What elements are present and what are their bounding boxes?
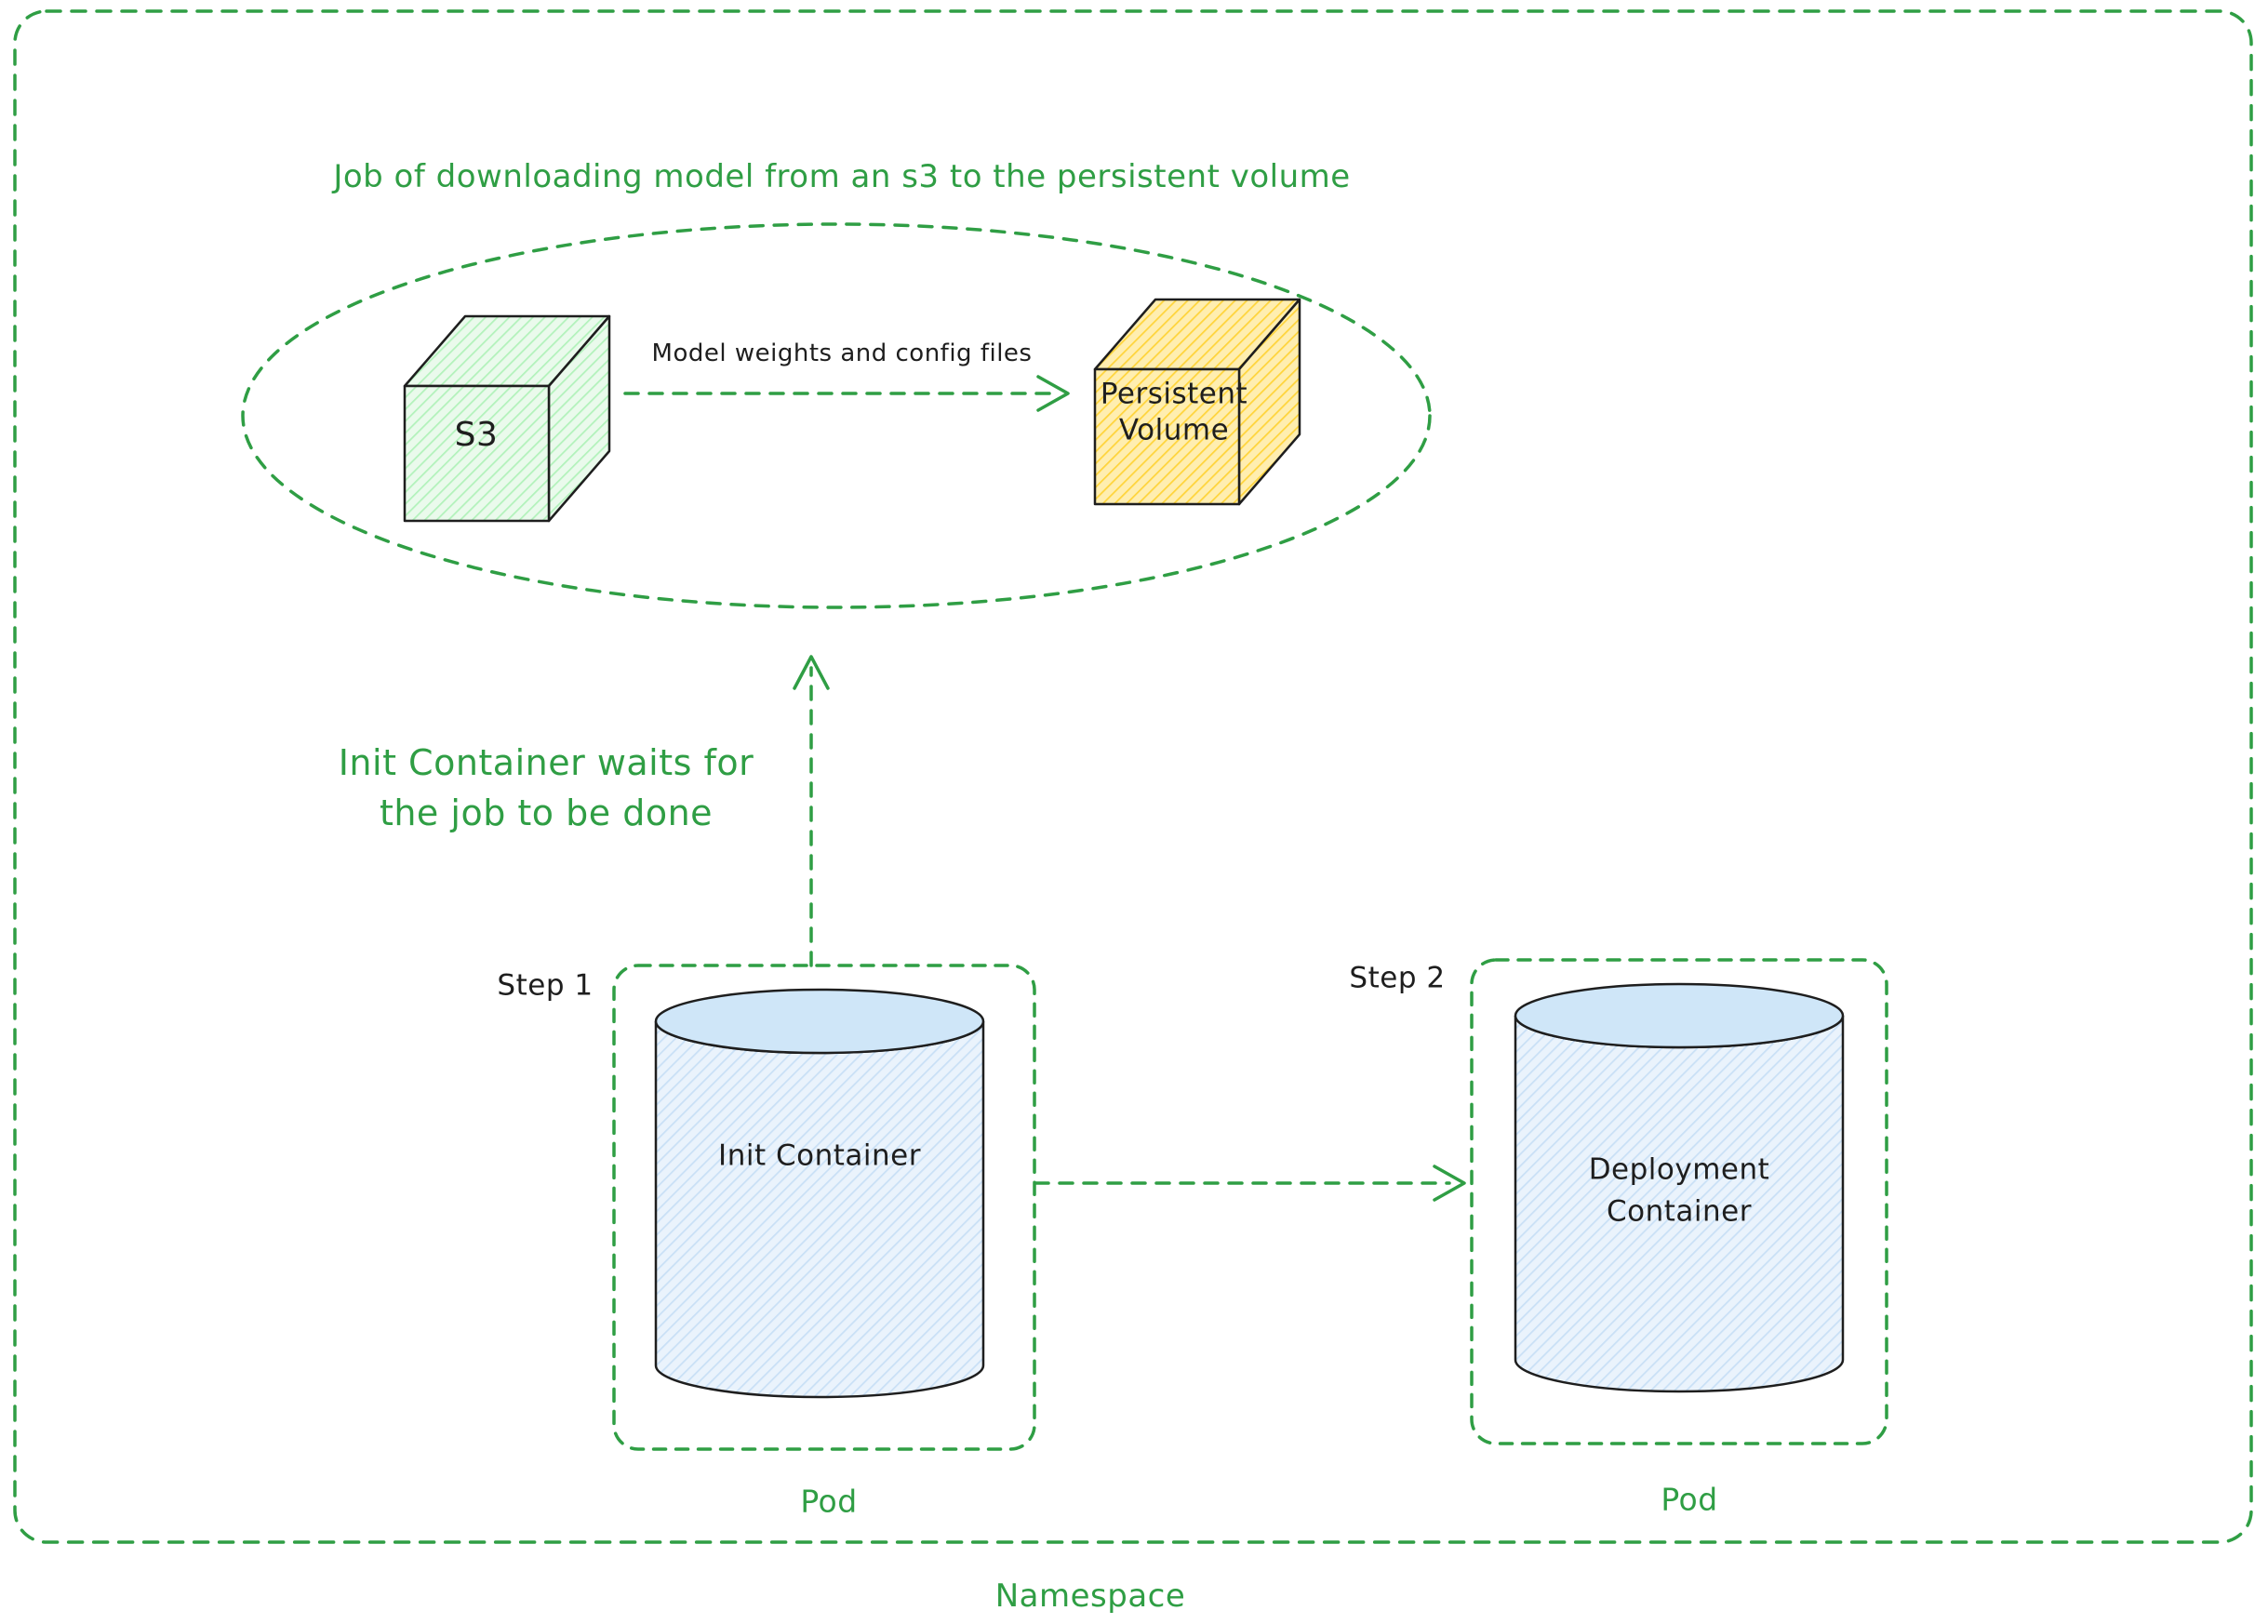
transfer-arrow-label: Model weights and config files	[651, 339, 1033, 367]
step1-pod-label: Pod	[800, 1483, 858, 1520]
step2-pod-label: Pod	[1661, 1481, 1718, 1518]
step1-label: Step 1	[497, 968, 594, 1003]
init-container-cylinder	[654, 988, 985, 1399]
step2-label: Step 2	[1349, 961, 1446, 995]
persistent-volume-label-line1: Persistent	[1100, 377, 1248, 411]
job-ellipse	[241, 222, 1432, 609]
deployment-container-label-line1: Deployment	[1588, 1152, 1770, 1187]
deployment-container-cylinder	[1514, 982, 1845, 1393]
namespace-border	[13, 9, 2253, 1544]
namespace-label: Namespace	[994, 1577, 1186, 1615]
deployment-container-label-line2: Container	[1607, 1194, 1752, 1229]
wait-arrow	[793, 655, 830, 967]
s3-cube	[403, 314, 611, 523]
step1-pod-box	[612, 964, 1036, 1451]
persistent-volume-label-line2: Volume	[1118, 413, 1230, 447]
step-arrow	[1034, 1165, 1466, 1202]
transfer-arrow	[623, 375, 1070, 412]
wait-note-line2: the job to be done	[379, 792, 714, 833]
wait-note-line1: Init Container waits for	[338, 742, 754, 783]
s3-label: S3	[454, 416, 499, 454]
init-container-label: Init Container	[718, 1138, 921, 1173]
persistent-volume-cube	[1093, 298, 1301, 506]
step2-pod-box	[1470, 958, 1888, 1445]
job-title: Job of downloading model from an s3 to t…	[333, 158, 1351, 195]
